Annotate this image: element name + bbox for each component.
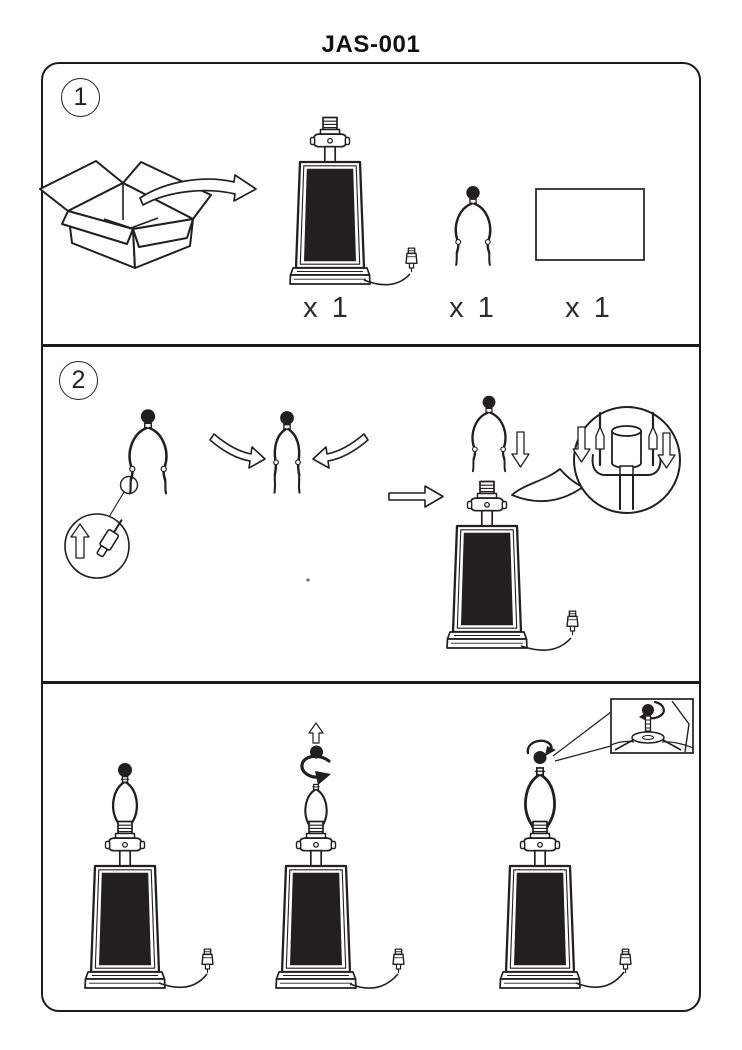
- step-1-badge: 1: [61, 78, 100, 117]
- shade-item: [535, 188, 645, 261]
- harp-open: [108, 407, 168, 518]
- callout-lines: [552, 711, 612, 762]
- curved-arrow-right: [312, 433, 369, 469]
- finial-icon: [533, 751, 547, 764]
- down-arrow-icon: [511, 431, 530, 468]
- squeeze-arrows: [209, 433, 369, 469]
- lamp-unscrew-finial-b: [274, 722, 405, 990]
- plug-icon: [619, 948, 632, 974]
- panel-divider: [43, 681, 699, 684]
- rotate-arrow-icon: [526, 739, 556, 756]
- shade-top-curve: [610, 740, 694, 749]
- detail-ring: [119, 475, 139, 495]
- power-cord: [575, 971, 625, 989]
- curved-arrow-left: [209, 433, 266, 469]
- balloon-tail: [511, 468, 584, 502]
- harp-drop: [471, 394, 530, 473]
- down-arrow-icon: [657, 432, 676, 469]
- finial-detail-box: [610, 698, 694, 754]
- panel-divider: [43, 344, 699, 347]
- shade-edge-line: [671, 700, 690, 753]
- page-title: JAS-001: [321, 31, 421, 58]
- lamp-with-harp-a: [83, 763, 214, 990]
- lamp-attach-shade-c: [498, 698, 694, 990]
- step-2-badge: 2: [59, 361, 98, 400]
- right-block-arrow-icon: [388, 485, 444, 508]
- power-cord: [158, 973, 208, 989]
- up-arrow-icon: [308, 722, 324, 744]
- step-2-number: 2: [71, 366, 86, 394]
- unbox-arrow-icon: [139, 174, 257, 206]
- lamp-base-step2: [445, 480, 579, 651]
- finial-icon: [118, 763, 132, 777]
- lamp-base-item: [288, 116, 418, 286]
- step-1-number: 1: [73, 83, 88, 111]
- small-dot: [306, 578, 310, 582]
- harp-count-label: x 1: [449, 292, 497, 324]
- lamp-count-label: x 1: [303, 292, 351, 324]
- socket-zoom-balloon: [511, 406, 681, 514]
- power-cord: [363, 273, 411, 286]
- power-cord: [520, 637, 572, 651]
- callout-line: [108, 491, 125, 518]
- magnifier-swivel-detail: [64, 513, 130, 579]
- shade-count-label: x 1: [565, 292, 613, 324]
- plug-icon: [201, 948, 214, 974]
- rotate-arrow-icon: [300, 754, 331, 785]
- plug-icon: [392, 948, 405, 974]
- up-arrow-icon: [70, 523, 90, 559]
- open-box-icon: [39, 160, 212, 269]
- down-arrow-icon: [572, 426, 591, 463]
- power-cord: [349, 973, 399, 989]
